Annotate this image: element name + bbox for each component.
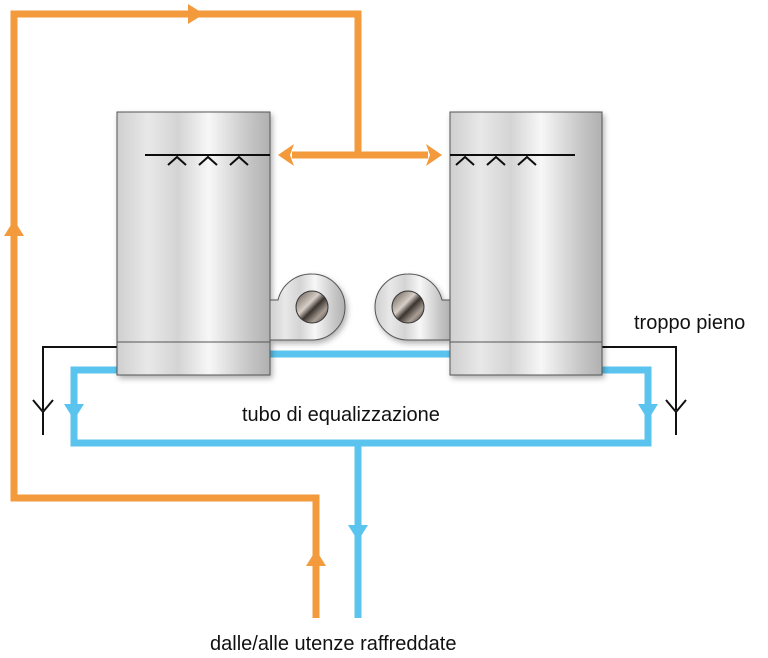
arrow-down-left: [64, 404, 84, 420]
overflow-lines: [32, 346, 687, 435]
equalization-pipe-label: tubo di equalizzazione: [242, 404, 440, 426]
arrow-right-top: [188, 4, 204, 24]
flow-arrows-orange: [4, 4, 442, 566]
arrow-up-bottom: [306, 550, 326, 566]
screw-icon: [295, 290, 329, 324]
equalization-pipe: [70, 350, 652, 618]
arrow-down-right: [638, 404, 658, 420]
flow-arrows-blue: [64, 404, 658, 541]
right-tank: [374, 111, 603, 376]
arrow-down-center: [348, 525, 368, 541]
arrow-right-tank: [426, 144, 442, 166]
users-label: dalle/alle utenze raffreddate: [210, 633, 457, 655]
arrow-up-left: [4, 220, 24, 236]
hot-pipe: [10, 10, 428, 618]
overflow-label: troppo pieno: [634, 312, 746, 334]
arrow-left-tank: [278, 144, 294, 166]
left-tank: [116, 111, 346, 376]
screw-icon: [391, 290, 425, 324]
